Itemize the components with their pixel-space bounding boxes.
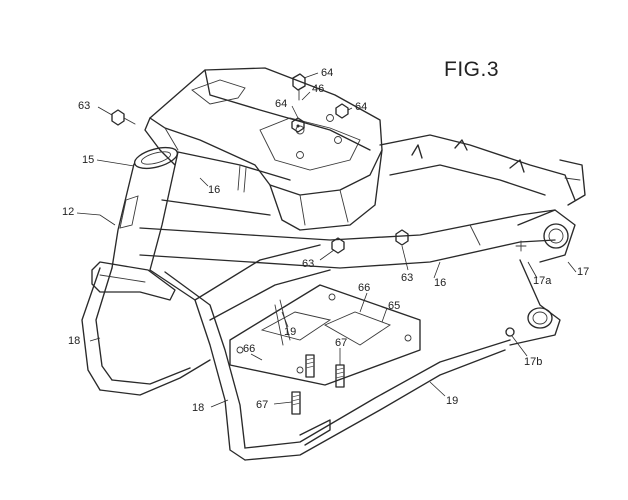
- label-19-plate: 19: [284, 326, 297, 338]
- main-frame-upper: [161, 151, 291, 216]
- label-63-beam-r: 63: [401, 272, 414, 284]
- label-66-upper: 66: [358, 282, 371, 294]
- label-15: 15: [82, 154, 95, 166]
- label-19-lower: 19: [446, 395, 459, 407]
- head-pipe: [111, 146, 179, 271]
- label-18-lower: 18: [192, 402, 205, 414]
- upper-bracket: [144, 67, 383, 231]
- steering-bracket: [91, 261, 176, 301]
- label-67-lower: 67: [256, 399, 269, 411]
- label-12: 12: [62, 206, 75, 218]
- label-46: 46: [312, 83, 325, 95]
- leader-lines: [76, 72, 577, 408]
- label-64-right: 64: [355, 101, 368, 113]
- label-16-beam: 16: [434, 277, 447, 289]
- label-17a: 17a: [533, 275, 552, 287]
- label-63-upper: 63: [78, 100, 91, 112]
- bolt-63-beam: [331, 229, 409, 254]
- label-17: 17: [577, 266, 590, 278]
- label-64-mid: 64: [275, 98, 288, 110]
- main-frame-beam: [139, 209, 556, 269]
- bolt-63-upper: [111, 109, 136, 126]
- label-66-lower: 66: [243, 343, 256, 355]
- label-17b: 17b: [524, 356, 543, 368]
- label-63-beam-l: 63: [302, 258, 315, 270]
- label-65: 65: [388, 300, 401, 312]
- figure-title: FIG.3: [444, 58, 500, 81]
- label-67-upper: 67: [335, 337, 348, 349]
- cradle-tubes: [81, 244, 511, 461]
- studs-67: [291, 354, 345, 415]
- rear-frame: [379, 134, 586, 346]
- label-16-upper: 16: [208, 184, 221, 196]
- label-64-top: 64: [321, 67, 334, 79]
- label-18-left: 18: [68, 335, 81, 347]
